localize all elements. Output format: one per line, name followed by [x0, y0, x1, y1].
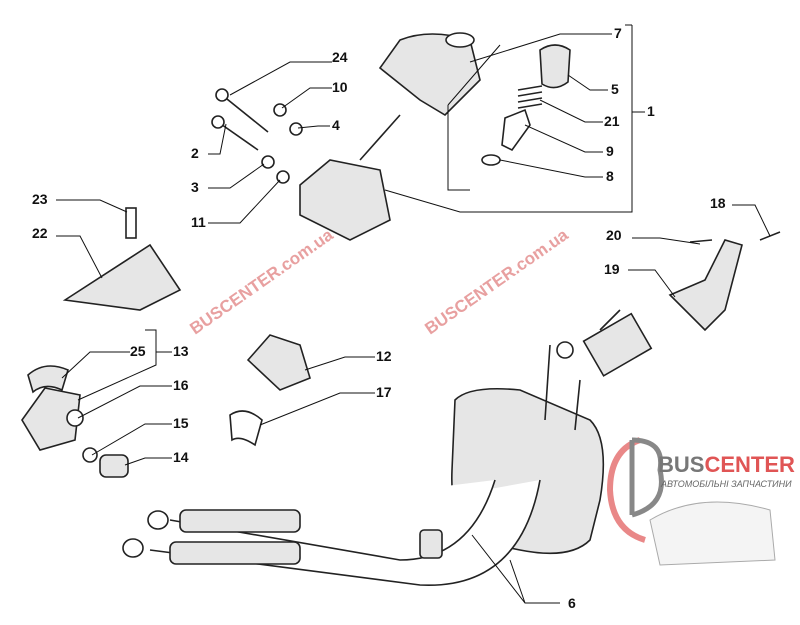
- gear-knob-boot: [378, 32, 481, 117]
- clip-17: [229, 410, 263, 447]
- callout-16: 16: [173, 377, 189, 393]
- callout-15: 15: [173, 415, 189, 431]
- callout-7: 7: [614, 25, 622, 41]
- callout-4: 4: [332, 117, 340, 133]
- callout-2: 2: [191, 145, 199, 161]
- spring: [517, 85, 543, 109]
- callout-3: 3: [191, 179, 199, 195]
- callout-23: 23: [32, 191, 48, 207]
- logo-subtitle: АВТОМОБІЛЬНІ ЗАПЧАСТИНИ: [661, 479, 792, 489]
- callout-25: 25: [130, 343, 146, 359]
- callout-21: 21: [604, 113, 620, 129]
- callout-12: 12: [376, 348, 392, 364]
- callout-6: 6: [568, 595, 576, 611]
- logo-bus: BUS: [658, 452, 705, 477]
- callout-14: 14: [173, 449, 189, 465]
- callout-20: 20: [606, 227, 622, 243]
- cable-assembly: [122, 309, 653, 586]
- logo-center: CENTER: [704, 452, 795, 477]
- callout-8: 8: [606, 168, 614, 184]
- callout-1: 1: [647, 103, 655, 119]
- callout-13: 13: [173, 343, 189, 359]
- callout-19: 19: [604, 261, 620, 277]
- callout-10: 10: [332, 79, 348, 95]
- buscenter-logo-mark: [606, 437, 776, 566]
- watermark-text: BUSCENTER.com.ua: [186, 225, 337, 338]
- callout-17: 17: [376, 384, 392, 400]
- callout-22: 22: [32, 225, 48, 241]
- logo-brand: BUSCENTER: [658, 452, 795, 478]
- callout-18: 18: [710, 195, 726, 211]
- watermark-text: BUSCENTER.com.ua: [421, 225, 572, 338]
- bush: [481, 108, 531, 166]
- pieces-left: [21, 365, 129, 478]
- clip-12: [246, 334, 311, 391]
- bracket-22: [62, 207, 182, 311]
- leader-lines: [56, 24, 771, 604]
- callout-11: 11: [191, 214, 206, 230]
- watermarks: BUSCENTER.com.ua BUSCENTER.com.ua: [186, 225, 572, 338]
- knob: [539, 44, 571, 89]
- callout-labels: 24 10 4 2 3 11 23 22 7 5 21 1 9 8 18 20 …: [32, 25, 726, 611]
- callout-9: 9: [606, 143, 614, 159]
- bracket-19: [668, 231, 781, 332]
- callout-24: 24: [332, 49, 348, 65]
- callout-5: 5: [611, 81, 619, 97]
- shift-lever-housing: [299, 114, 401, 241]
